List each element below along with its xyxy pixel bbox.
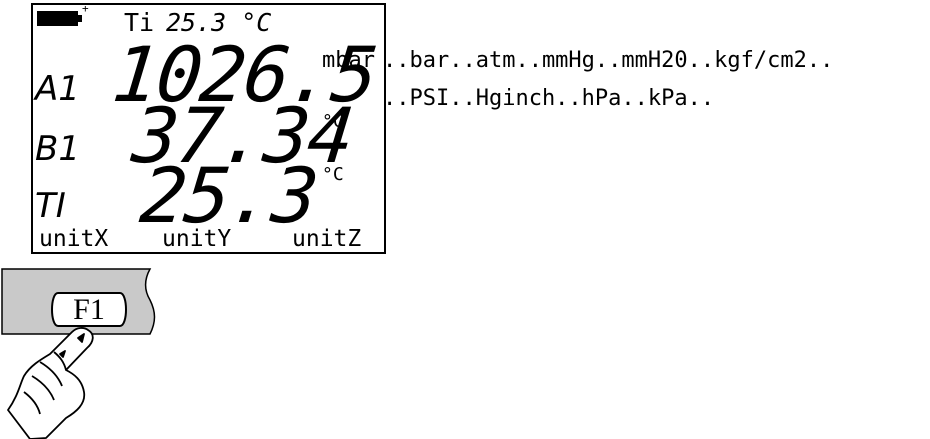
- soft-key-label-y: unitY: [162, 226, 232, 252]
- f1-key[interactable]: F1: [51, 292, 127, 327]
- hand-pressing-icon: [7, 327, 94, 439]
- row-unit-b1: °C: [322, 111, 344, 132]
- row-unit-ti: °C: [322, 164, 344, 185]
- top-temperature-label: Ti: [124, 8, 155, 37]
- unit-options-line-2: ..PSI..Hginch..hPa..kPa..: [383, 86, 715, 111]
- row-label-ti: TI: [35, 186, 66, 226]
- soft-key-label-z: unitZ: [292, 226, 362, 252]
- battery-tip: [78, 15, 82, 22]
- top-temperature-value: 25.3 °C: [166, 8, 272, 37]
- row-label-a1: A1: [35, 69, 80, 109]
- lcd-display: + Ti 25.3 °C A1 1026.5 mbar B1 37.34 °C …: [31, 3, 386, 254]
- battery-icon: [37, 11, 78, 26]
- f1-key-label: F1: [73, 293, 105, 326]
- battery-plus-icon: +: [82, 2, 89, 15]
- row-unit-a1: mbar: [322, 48, 375, 73]
- soft-key-label-x: unitX: [39, 226, 109, 252]
- row-value-ti: 25.3: [136, 151, 321, 240]
- row-label-b1: B1: [35, 129, 80, 169]
- unit-options-line-1: ..bar..atm..mmHg..mmH20..kgf/cm2..: [383, 48, 834, 73]
- keypad-illustration: F1: [1, 268, 156, 439]
